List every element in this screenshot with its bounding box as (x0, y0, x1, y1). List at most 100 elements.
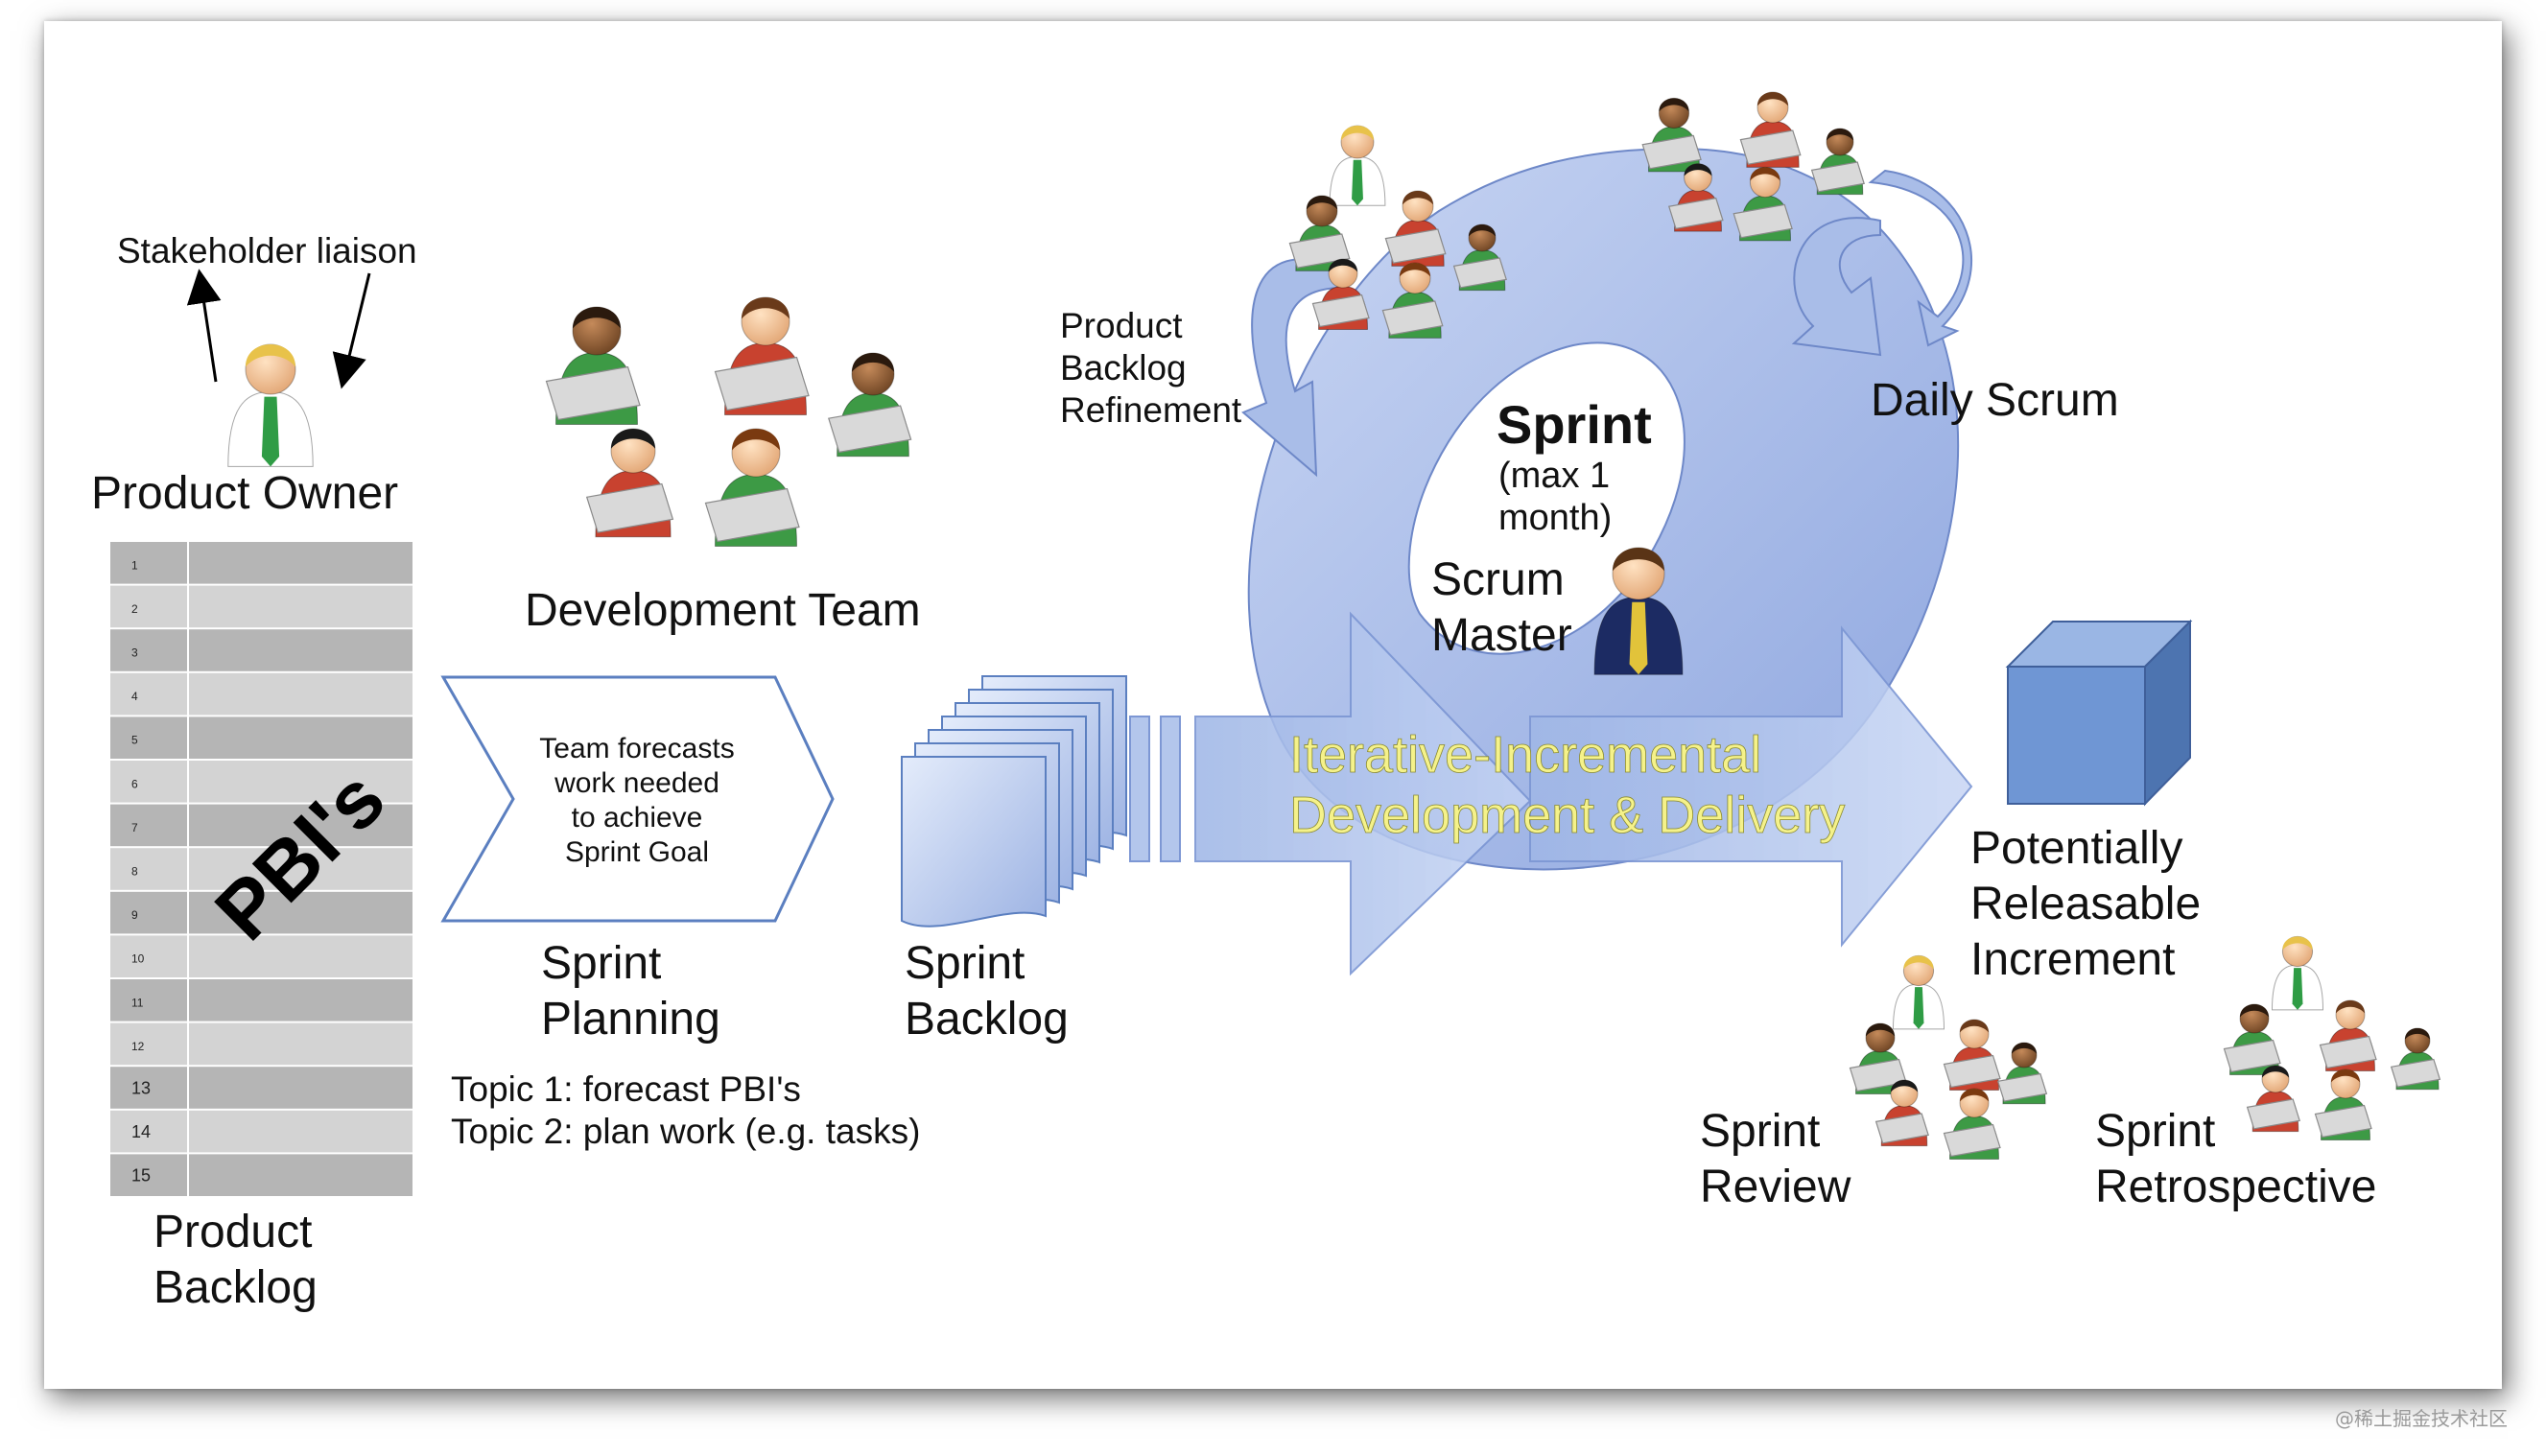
sprint-review-label-line2: Review (1700, 1162, 1851, 1212)
sprint-planning-text-line4: Sprint Goal (565, 836, 709, 868)
development-team-label: Development Team (525, 585, 921, 636)
person-icon (1810, 128, 1865, 196)
iterative-delivery-arrow-head-2 (1529, 625, 1973, 948)
laptop-icon (2246, 1098, 2300, 1130)
laptop-icon (1996, 1072, 2048, 1102)
row-number: 13 (131, 1078, 151, 1097)
row-number: 8 (131, 864, 138, 878)
table-row: 9 (110, 891, 413, 934)
table-row: 7 (110, 804, 413, 847)
person-icon (2390, 1027, 2441, 1091)
laptop-icon (1288, 233, 1351, 269)
sprint-review-team-group (1849, 954, 2048, 1160)
person-icon (1943, 1019, 2001, 1091)
person-icon (1733, 166, 1793, 242)
product-owner-label: Product Owner (91, 468, 398, 519)
table-row: 15 (110, 1154, 413, 1196)
product-owner-person-icon (227, 343, 314, 467)
increment-cube-icon (2005, 619, 2193, 807)
arrow-tail-bar-1 (1129, 716, 1150, 862)
increment-label-line1: Potentially (1970, 823, 2182, 874)
person-icon (1288, 195, 1351, 271)
arrow-tail-bar-2 (1160, 716, 1181, 862)
scrum-master-label-line2: Master (1431, 610, 1572, 661)
laptop-icon (2390, 1058, 2441, 1088)
sprint-review-label-line1: Sprint (1700, 1106, 1820, 1157)
laptop-icon (2223, 1039, 2281, 1073)
person-icon (828, 352, 912, 458)
person-icon (1381, 262, 1444, 339)
person-icon (545, 306, 641, 425)
sprint-planning-chevron (440, 675, 835, 923)
person-icon (1892, 954, 1945, 1030)
laptop-icon (1667, 197, 1724, 229)
laptop-icon (1452, 257, 1507, 289)
iterative-delivery-arrow (1194, 611, 1532, 976)
daily-scrum-team-group (1641, 91, 1865, 242)
laptop-icon (545, 365, 641, 421)
sprint-duration-line2: month) (1498, 498, 1612, 538)
row-number: 3 (131, 646, 138, 659)
row-number: 14 (131, 1122, 151, 1141)
person-icon (1996, 1042, 2048, 1105)
iterative-text-line1: Iterative-Incremental (1289, 726, 1761, 784)
daily-scrum-cycle-arrow-icon (1791, 169, 1973, 357)
laptop-icon (585, 482, 674, 533)
watermark: @稀土掘金技术社区 (2335, 1407, 2508, 1430)
person-icon (704, 428, 800, 547)
person-icon (1849, 1022, 1907, 1094)
sprint-planning-text-line2: work needed (554, 767, 719, 799)
person-icon (2319, 999, 2377, 1071)
laptop-icon (1943, 1123, 2001, 1158)
person-icon (1874, 1079, 1929, 1147)
iterative-text-line2: Development & Delivery (1289, 787, 1845, 844)
stakeholder-arrow-down (332, 272, 371, 389)
row-number: 4 (131, 690, 138, 703)
laptop-icon (1384, 228, 1447, 264)
laptop-icon (1874, 1113, 1929, 1144)
refinement-label-line1: Product (1060, 306, 1183, 345)
table-row: 3 (110, 629, 413, 671)
product-backlog-label-line1: Product (153, 1207, 312, 1257)
sprint-duration-line1: (max 1 (1498, 456, 1610, 496)
person-icon (1739, 91, 1802, 168)
development-team-group (545, 296, 912, 547)
laptop-icon (714, 356, 810, 411)
sprint-planning-label-line1: Sprint (541, 938, 661, 989)
product-backlog-label-line2: Backlog (153, 1262, 318, 1313)
table-row: 2 (110, 585, 413, 628)
person-icon (1311, 258, 1370, 330)
laptop-icon (1810, 161, 1865, 193)
laptop-icon (1943, 1054, 2001, 1089)
row-number: 9 (131, 908, 138, 922)
sprint-planning-topic2: Topic 2: plan work (e.g. tasks) (451, 1112, 920, 1151)
daily-scrum-label: Daily Scrum (1871, 375, 2119, 426)
table-row: 6 (110, 761, 413, 803)
person-icon (1593, 547, 1684, 675)
row-number: 11 (131, 996, 144, 1009)
scrum-master-person-icon (1593, 547, 1684, 675)
increment-label-line2: Releasable (1970, 879, 2201, 929)
laptop-icon (2314, 1104, 2372, 1139)
laptop-icon (1739, 129, 1802, 165)
laptop-icon (1641, 134, 1702, 170)
table-row: 8 (110, 848, 413, 890)
person-icon (1641, 97, 1702, 173)
table-row: 10 (110, 935, 413, 977)
stakeholder-arrow-up (186, 269, 222, 383)
row-number: 5 (131, 734, 138, 747)
refinement-cycle-arrow-icon (1241, 258, 1344, 478)
laptop-icon (1381, 300, 1444, 336)
person-icon (1943, 1088, 2001, 1160)
person-icon (2246, 1065, 2300, 1133)
sprint-backlog-label-line2: Backlog (905, 994, 1069, 1045)
row-number: 1 (131, 558, 138, 572)
laptop-icon (1733, 203, 1793, 239)
person-icon (1384, 190, 1447, 267)
refinement-team-group (1288, 125, 1507, 339)
row-number: 15 (131, 1166, 151, 1186)
person-icon (1329, 125, 1386, 206)
row-number: 2 (131, 602, 138, 616)
refinement-label-line2: Backlog (1060, 348, 1187, 387)
